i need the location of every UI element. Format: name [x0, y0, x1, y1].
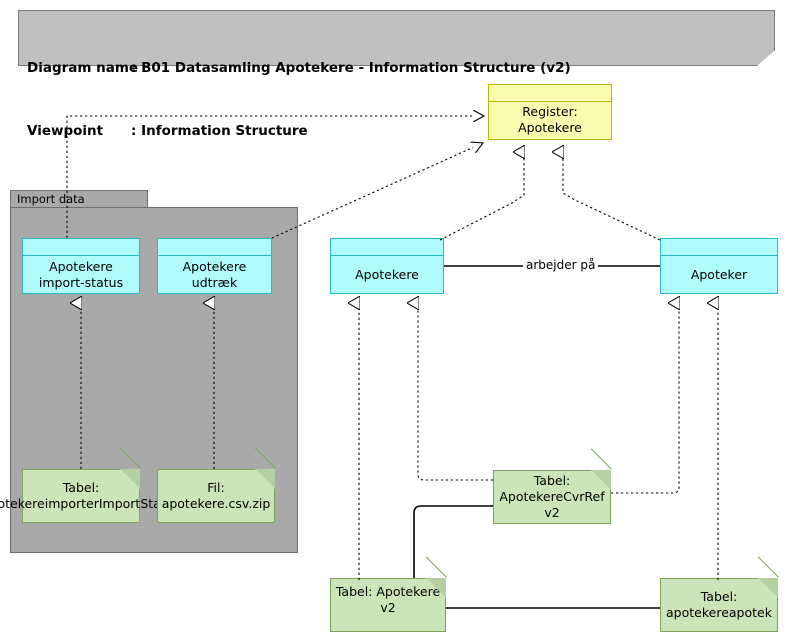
- artifact-apotekereapotek-fold-icon: [757, 556, 779, 598]
- relationship-label-arbejder-paa: arbejder på: [523, 258, 599, 272]
- artifact-tabel-apotekere-v2[interactable]: Tabel: Apotekere v2: [330, 556, 447, 632]
- viewpoint-separator: :: [131, 123, 142, 139]
- artifact-tabel-apotekereapotek[interactable]: Tabel: apotekereapotek: [660, 556, 779, 632]
- object-apoteker[interactable]: Apoteker: [660, 238, 778, 294]
- artifact-tabel-apotekereimporterimportstatus[interactable]: Tabel: apotekereimporterImportStatus: [0, 447, 181, 523]
- viewpoint-value: Information Structure: [141, 123, 308, 139]
- connector-cvrref-to-apotekere: [418, 303, 493, 481]
- object-register-apotekere[interactable]: Register: Apotekere: [488, 84, 612, 140]
- title-banner-background: [18, 10, 775, 66]
- artifact-tabel-importstatus-fold-icon: [119, 447, 141, 489]
- object-apotekere-udtraek[interactable]: Apotekere udtræk: [157, 238, 272, 294]
- diagram-name-row: Diagram name: B01 Datasamling Apotekere …: [27, 58, 571, 79]
- apotekere-udtraek-band: [158, 239, 271, 256]
- connector-apoteker-to-register: [563, 152, 661, 241]
- viewpoint-label: Viewpoint: [27, 123, 104, 139]
- artifact-fil-apotekere-csv-zip[interactable]: Fil: apotekere.csv.zip: [157, 447, 276, 523]
- diagram-title-banner: Diagram name: B01 Datasamling Apotekere …: [18, 10, 775, 139]
- apotekere-band: [331, 239, 443, 256]
- artifact-apotekere-v2-label: Tabel: Apotekere v2: [335, 584, 441, 615]
- diagram-name-value: B01 Datasamling Apotekere - Information …: [141, 60, 571, 76]
- artifact-fil-fold-icon: [254, 447, 276, 489]
- apotekere-import-status-label: Apotekere import-status: [38, 258, 124, 290]
- diagram-name-label: Diagram name: [27, 60, 139, 76]
- connector-cvrref-to-apoteker: [611, 303, 679, 494]
- apotekere-label: Apotekere: [355, 266, 419, 282]
- register-apotekere-band: [489, 85, 611, 102]
- object-apotekere[interactable]: Apotekere: [330, 238, 444, 294]
- artifact-cvrref-fold-icon: [590, 448, 612, 490]
- apotekere-udtraek-label: Apotekere udtræk: [182, 258, 247, 290]
- register-apotekere-label: Register: Apotekere: [518, 104, 582, 135]
- artifact-tabel-importstatus-label: Tabel: apotekereimporterImportStatus: [0, 480, 181, 511]
- apoteker-label: Apoteker: [690, 266, 748, 282]
- artifact-apotekereapotek-label: Tabel: apotekereapotek: [666, 589, 772, 620]
- artifact-fil-label: Fil: apotekere.csv.zip: [161, 480, 271, 511]
- apotekere-import-status-band: [23, 239, 139, 256]
- group-import-data-tab: Import data: [10, 190, 148, 208]
- artifact-cvrref-label: Tabel: ApotekereCvrRef v2: [499, 473, 605, 520]
- artifact-tabel-apotekerecvrref-v2[interactable]: Tabel: ApotekereCvrRef v2: [493, 448, 612, 524]
- object-apotekere-import-status[interactable]: Apotekere import-status: [22, 238, 140, 294]
- diagram-name-separator: :: [131, 60, 142, 76]
- apoteker-band: [661, 239, 777, 256]
- connector-cvrref-to-apotekere-v2: [413, 505, 493, 578]
- artifact-apotekere-v2-fold-icon: [425, 556, 447, 598]
